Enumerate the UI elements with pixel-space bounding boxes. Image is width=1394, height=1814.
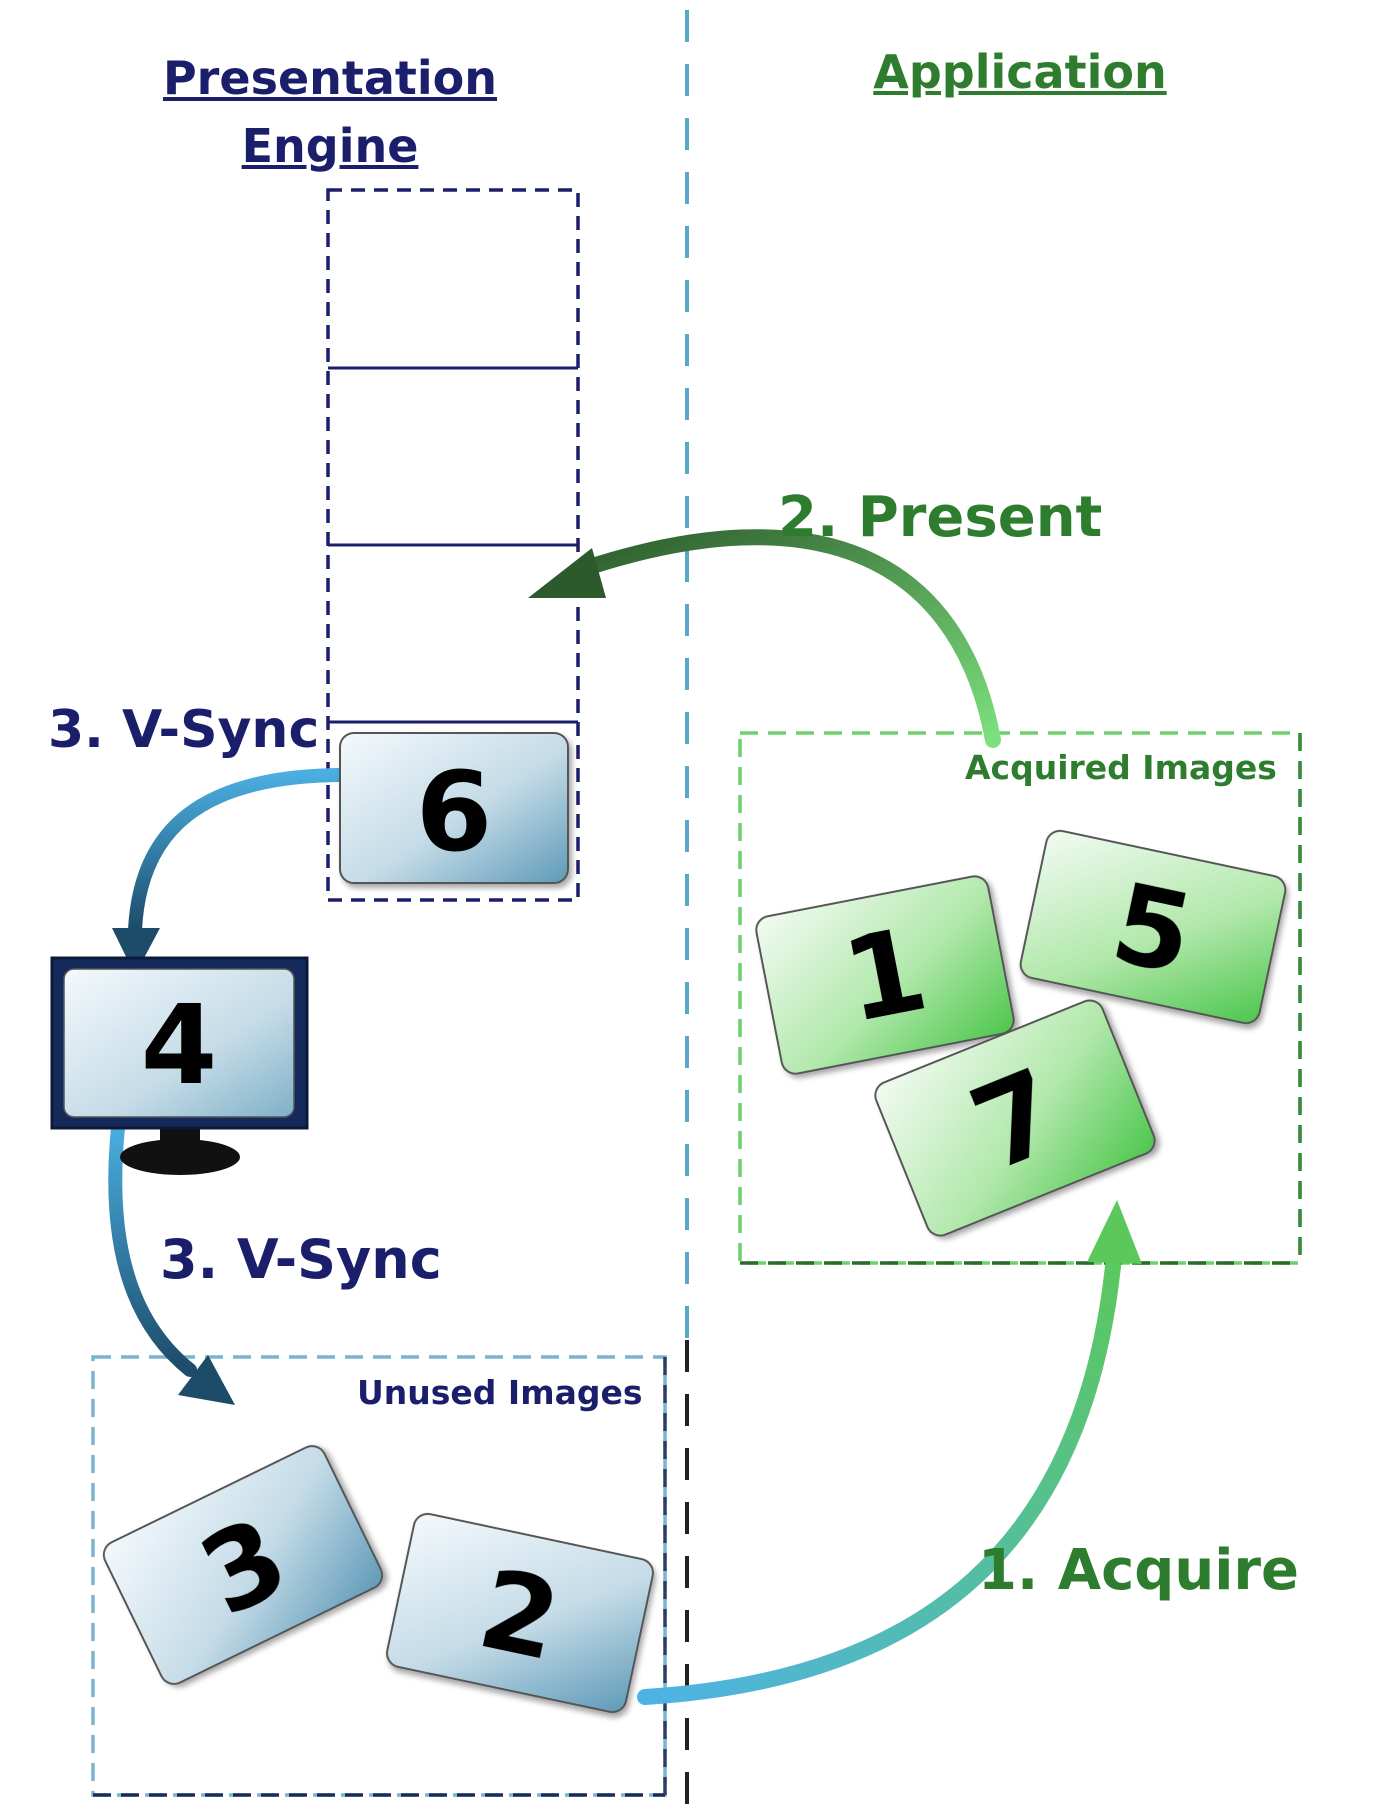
- presentation-engine-title-line1: Presentation: [162, 51, 498, 105]
- image-number-6: 6: [416, 748, 493, 876]
- presentation-engine-title: Presentation Engine: [120, 44, 540, 180]
- acquired-images-label: Acquired Images: [965, 748, 1277, 787]
- image-card-3: 3: [102, 1445, 384, 1685]
- unused-images-region: [91, 1355, 667, 1797]
- image-card-2: 2: [386, 1512, 654, 1714]
- present-arrow: [528, 529, 1001, 748]
- application-title: Application: [873, 45, 1167, 99]
- present-label: 2. Present: [778, 485, 1103, 550]
- acquire-arrow: [637, 1200, 1142, 1705]
- image-card-7: 7: [874, 999, 1156, 1237]
- image-card-6: 6: [339, 732, 569, 884]
- presentation-engine-title-line2: Engine: [241, 119, 419, 173]
- vsync-label-top: 3. V-Sync: [48, 700, 320, 760]
- vsync-label-bottom: 3. V-Sync: [160, 1228, 442, 1291]
- image-card-1: 1: [755, 875, 1015, 1075]
- image-number-4: 4: [141, 981, 218, 1109]
- vsync-arrow-bottom: [108, 1121, 235, 1405]
- unused-images-label: Unused Images: [357, 1373, 643, 1412]
- display-monitor: 4: [50, 956, 309, 1175]
- acquire-label: 1. Acquire: [978, 1538, 1300, 1603]
- image-card-5: 5: [1019, 829, 1287, 1025]
- acquired-images-region: [738, 731, 1302, 1265]
- presentation-queue: [326, 188, 580, 902]
- vsync-arrow-top: [112, 768, 352, 975]
